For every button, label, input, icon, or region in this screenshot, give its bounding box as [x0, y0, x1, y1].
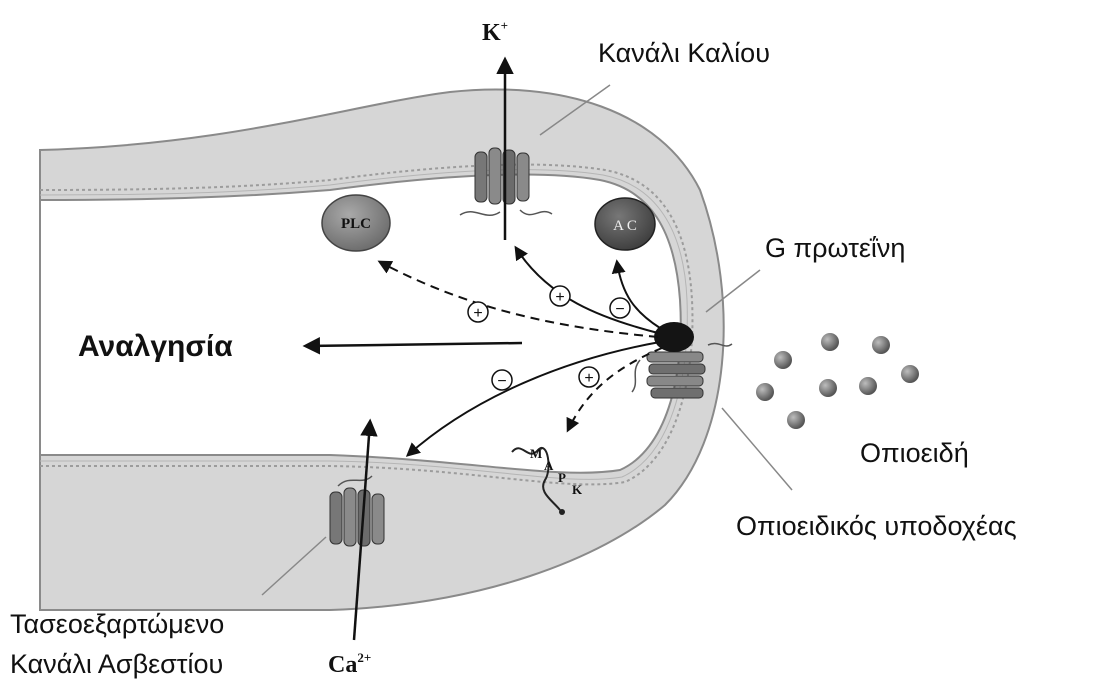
svg-text:−: −: [497, 373, 506, 390]
mapk-letter-p: P: [558, 470, 566, 485]
opioid-receptor-label: Οπιοειδικός υποδοχέας: [736, 511, 1017, 541]
g-protein: [654, 322, 694, 352]
plus-badge-potassium: +: [550, 286, 570, 306]
potassium-ion-label: K+: [482, 18, 508, 46]
plus-badge-plc: +: [468, 302, 488, 322]
mapk-letter-m: M: [530, 446, 542, 461]
analgesia-label: Αναλγησία: [78, 330, 233, 363]
opioid-molecule: [787, 411, 805, 429]
minus-badge-calcium: −: [492, 370, 512, 390]
svg-text:+: +: [584, 370, 593, 387]
potassium-channel-label: Κανάλι Καλίου: [598, 38, 770, 68]
mapk-letter-k: K: [572, 482, 583, 497]
opioid-receptor-leader: [722, 408, 792, 490]
opioid-molecule: [774, 351, 792, 369]
opioid-molecule: [859, 377, 877, 395]
calcium-channel-label-line1: Τασεοεξαρτώμενο: [10, 609, 224, 639]
calcium-channel-label-line2: Κανάλι Ασβεστίου: [10, 649, 223, 679]
plc-enzyme: PLC: [322, 195, 390, 251]
mapk-letter-a: A: [544, 458, 554, 473]
plc-label: PLC: [341, 216, 371, 232]
opioid-molecules: [756, 333, 919, 429]
opioid-molecule: [756, 383, 774, 401]
svg-text:+: +: [555, 289, 564, 306]
calcium-ion-label: Ca2+: [328, 650, 371, 678]
opioid-molecule: [821, 333, 839, 351]
svg-text:+: +: [473, 305, 482, 322]
opioid-molecule: [819, 379, 837, 397]
ac-label: A C: [613, 218, 637, 234]
minus-badge-ac: −: [610, 298, 630, 318]
opioids-label: Οπιοειδή: [860, 438, 969, 468]
plus-badge-mapk: +: [579, 367, 599, 387]
opioid-molecule: [872, 336, 890, 354]
opioid-molecule: [901, 365, 919, 383]
g-protein-label: G πρωτεΐνη: [765, 233, 905, 263]
ac-enzyme: A C: [595, 198, 655, 250]
svg-text:−: −: [615, 301, 624, 318]
